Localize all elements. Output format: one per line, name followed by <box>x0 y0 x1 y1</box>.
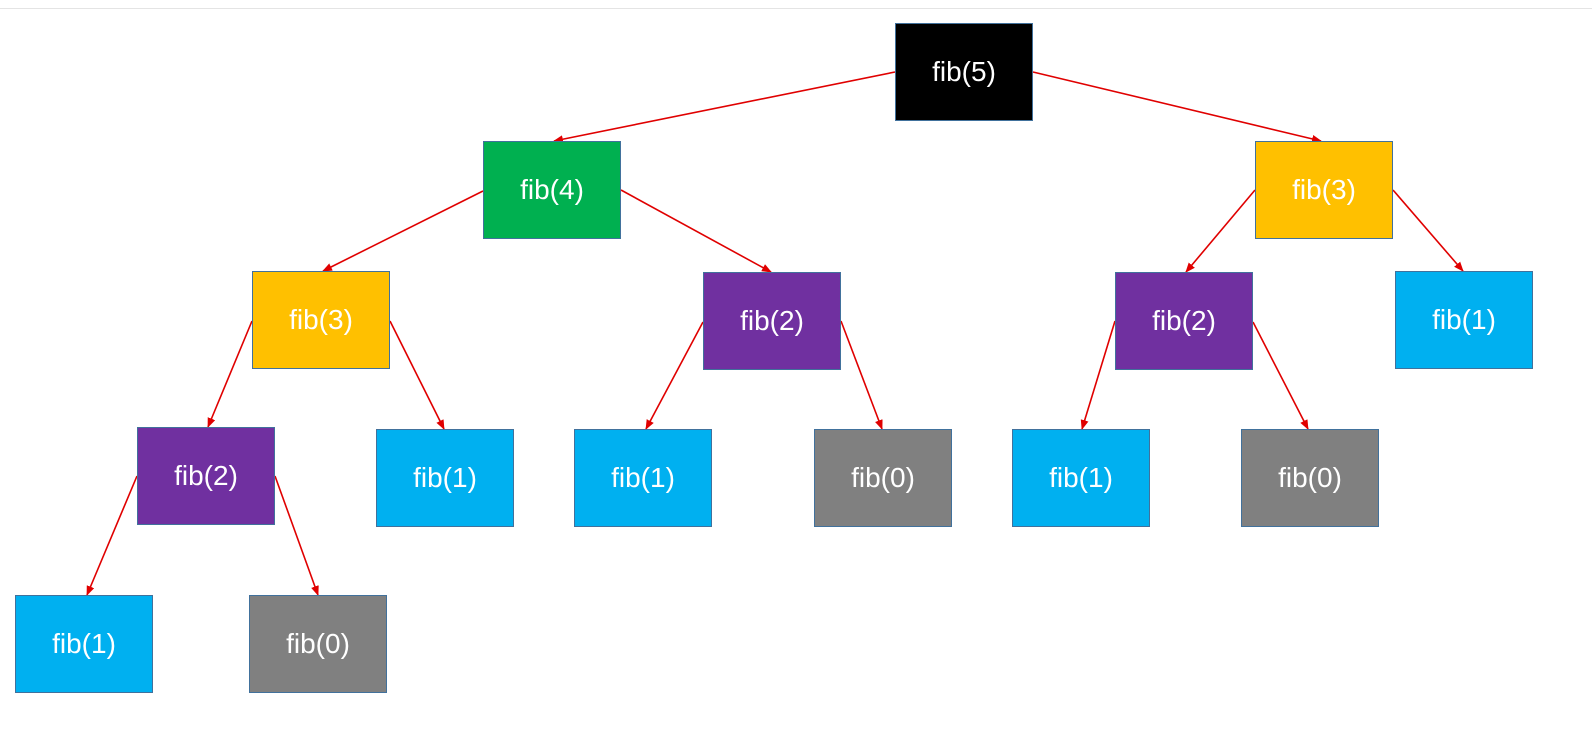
tree-node-n10: fib(1) <box>574 429 712 527</box>
edge-n5-to-n14 <box>86 475 138 596</box>
edge-n1-to-n4 <box>1032 71 1322 143</box>
tree-node-n15: fib(0) <box>249 595 387 693</box>
node-label: fib(1) <box>413 462 477 493</box>
edge-n8-to-n12 <box>1080 320 1116 430</box>
tree-node-n12: fib(1) <box>1012 429 1150 527</box>
node-label: fib(2) <box>740 305 804 336</box>
tree-node-n1: fib(5) <box>895 23 1033 121</box>
node-label: fib(1) <box>611 462 675 493</box>
node-label: fib(0) <box>1278 462 1342 493</box>
tree-node-n5: fib(2) <box>137 427 275 525</box>
node-label: fib(0) <box>286 628 350 659</box>
edge-n6-to-n10 <box>645 321 704 430</box>
edge-n8-to-n13 <box>1252 321 1309 430</box>
tree-node-n13: fib(0) <box>1241 429 1379 527</box>
node-label: fib(2) <box>1152 305 1216 336</box>
tree-node-n7: fib(1) <box>1395 271 1533 369</box>
node-label: fib(4) <box>520 174 584 205</box>
top-divider <box>0 8 1592 9</box>
tree-node-n3: fib(3) <box>252 271 390 369</box>
edge-n3-to-n5 <box>207 320 253 428</box>
tree-node-n9: fib(1) <box>376 429 514 527</box>
edge-n6-to-n11 <box>840 320 883 430</box>
node-label: fib(1) <box>1432 304 1496 335</box>
tree-node-n11: fib(0) <box>814 429 952 527</box>
node-label: fib(1) <box>52 628 116 659</box>
node-label: fib(0) <box>851 462 915 493</box>
tree-node-n4: fib(3) <box>1255 141 1393 239</box>
node-label: fib(5) <box>932 56 996 87</box>
edge-n5-to-n15 <box>274 475 319 596</box>
node-label: fib(3) <box>289 304 353 335</box>
tree-node-n8: fib(2) <box>1115 272 1253 370</box>
node-label: fib(3) <box>1292 174 1356 205</box>
tree-node-n14: fib(1) <box>15 595 153 693</box>
edge-n1-to-n2 <box>553 71 896 144</box>
edge-n2-to-n3 <box>322 190 484 272</box>
edge-n2-to-n6 <box>620 189 772 273</box>
node-label: fib(1) <box>1049 462 1113 493</box>
tree-node-n6: fib(2) <box>703 272 841 370</box>
edge-n4-to-n8 <box>1185 189 1256 273</box>
node-label: fib(2) <box>174 460 238 491</box>
edge-n4-to-n7 <box>1392 189 1464 272</box>
edge-n3-to-n9 <box>389 320 445 430</box>
tree-node-n2: fib(4) <box>483 141 621 239</box>
edge-layer <box>86 71 1464 596</box>
